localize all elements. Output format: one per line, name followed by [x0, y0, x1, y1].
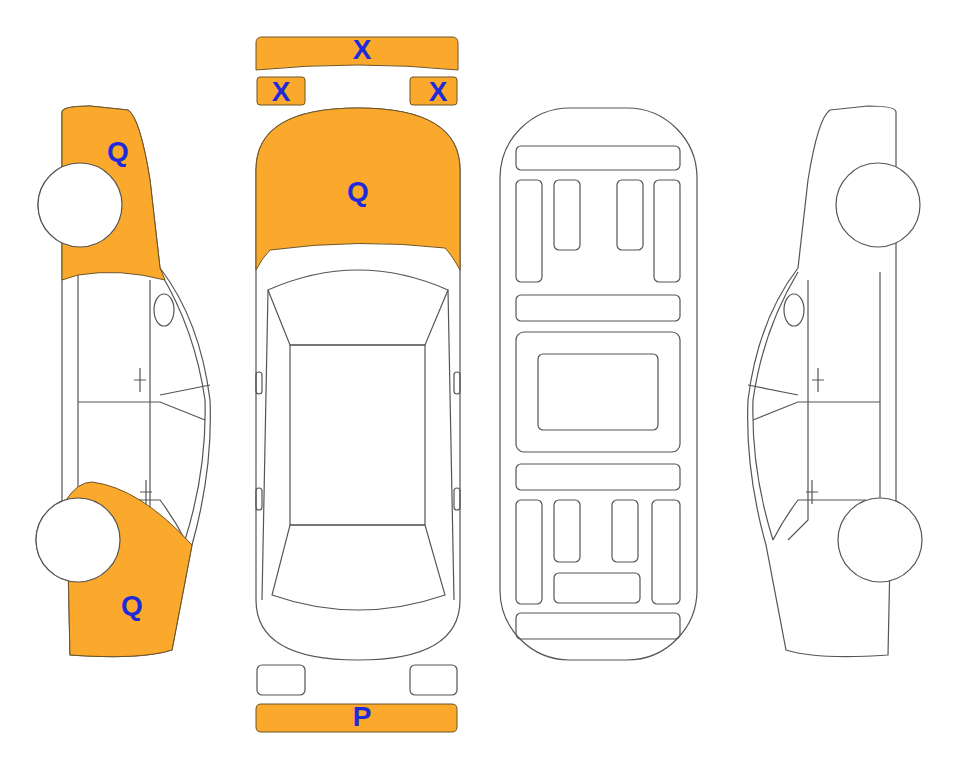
wheel [36, 498, 120, 582]
side-sill-line [77, 272, 78, 500]
damage-zone-shape [64, 478, 194, 662]
side-door-line [78, 402, 205, 420]
rear-light [410, 665, 457, 695]
damage-zone-shape [58, 104, 168, 282]
damage-code: Q [347, 178, 369, 206]
damage-fill [410, 77, 457, 105]
damage-fill [256, 108, 460, 270]
roof [290, 345, 425, 525]
panel [654, 180, 680, 282]
damage-zone: P [256, 703, 458, 733]
damage-code: P [353, 703, 372, 731]
door-handle [134, 368, 146, 392]
panel [516, 500, 542, 604]
car-side-view-mirrored [748, 106, 922, 657]
windshield [268, 270, 448, 345]
rear-window [272, 525, 445, 610]
panel [516, 295, 680, 321]
wheel [36, 498, 120, 582]
car-side-view [36, 106, 210, 657]
damage-zone: Q [64, 478, 194, 662]
damage-code: Q [107, 138, 129, 166]
damage-zone: Q [58, 104, 168, 282]
panel [554, 573, 640, 603]
rear-light [257, 665, 305, 695]
mirror [256, 372, 262, 394]
underbody-outline [500, 108, 697, 660]
mirror [256, 488, 262, 510]
damage-code: Q [121, 592, 143, 620]
damage-fill [256, 704, 457, 732]
panel [516, 146, 680, 170]
damage-fill [256, 37, 458, 70]
panel [554, 500, 580, 562]
damage-zone: X [409, 76, 459, 106]
mirror [454, 372, 460, 394]
wheel [38, 163, 122, 247]
panel [538, 354, 658, 430]
panel [612, 500, 638, 562]
panel [652, 500, 680, 604]
panel [617, 180, 643, 250]
mirror [454, 488, 460, 510]
damage-fill [257, 77, 305, 105]
wheel [38, 163, 122, 247]
side-roof-line [160, 385, 210, 395]
panel [516, 332, 680, 452]
panel [516, 180, 542, 282]
damage-zone: Q [255, 107, 462, 272]
top-body-outline [256, 108, 460, 660]
side-window-line [160, 272, 205, 540]
car-top-view [256, 108, 460, 695]
damage-zone: X [256, 76, 306, 106]
damage-zone: X [256, 36, 458, 72]
damage-code: X [272, 78, 291, 106]
panel [554, 180, 580, 250]
side-mirror [154, 294, 174, 326]
panel [516, 613, 680, 639]
damage-code: X [353, 36, 372, 64]
panel [516, 464, 680, 490]
side-line [262, 290, 454, 600]
car-underbody [500, 108, 697, 660]
damage-code: X [429, 78, 448, 106]
